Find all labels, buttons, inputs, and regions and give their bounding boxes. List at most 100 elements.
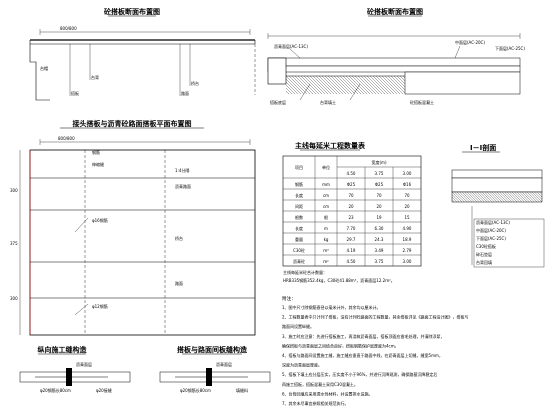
label-abutment: 桥台 [191, 80, 199, 86]
table-cell: Φ16 [403, 182, 412, 187]
hatch-line [285, 87, 293, 95]
section-1-1-title: Ⅰ－Ⅰ剖面 [470, 143, 496, 152]
hatch-line [297, 75, 317, 95]
hatch-line [291, 75, 311, 95]
table-cell: 29.7 [347, 237, 356, 242]
table-cell: 4.19 [347, 248, 356, 253]
hatch-line [312, 75, 332, 95]
hatch-line [285, 90, 290, 95]
note-line: 确保搭板与沥青面层之间结合良好，搭板钢筋保护层厚度为4cm。 [282, 342, 399, 348]
hatch-line [384, 75, 404, 95]
hatch-line [461, 191, 473, 203]
hatch-line [476, 191, 488, 203]
table-footer-title: 主线每延米砼合计数量： [283, 269, 327, 275]
hatch-line [469, 191, 480, 203]
table-cell: 3.75 [375, 259, 384, 264]
table-cell: Φ25 [375, 182, 384, 187]
note-line: 7、其余未尽事宜参照相关规范执行。 [282, 400, 349, 406]
plan-label-phi12: φ12钢筋 [92, 303, 108, 309]
table-cell: mm [322, 182, 330, 187]
joint-2-label-asphalt: 沥青面层 [216, 361, 232, 367]
table-cell: 重量 [295, 236, 303, 242]
hatch-line [345, 75, 365, 95]
section-1-1: Ⅰ－Ⅰ剖面 沥青面层(AC-13C) 中面层(AC-20C) 下面层(AC-25… [451, 143, 545, 268]
top-dimension: 800/800 [60, 26, 77, 31]
hatch-line [531, 191, 543, 203]
plan-dim-2: 375 [10, 241, 18, 246]
hatch-line [534, 191, 543, 200]
hatch-line [526, 191, 538, 203]
table-cell: 18.9 [403, 237, 412, 242]
hatch-line [536, 191, 543, 198]
hatch-line [378, 75, 398, 95]
joint-2-label-filler: 填缝料 [236, 387, 248, 393]
table-cell: 20 [376, 204, 382, 209]
plan-dim-1: 300 [10, 188, 18, 193]
label-ac20: 中面层(AC-20C) [455, 39, 485, 45]
hatch-line [366, 75, 386, 95]
hatch-line [354, 75, 374, 95]
hatch-line [372, 75, 392, 95]
hatch-line [396, 75, 406, 85]
hatch-line [303, 75, 323, 95]
hatch-line [491, 191, 503, 203]
hatch-line [327, 75, 347, 95]
note-line: 1、图中尺寸除钢筋直径以毫米计外，其余均以厘米计。 [282, 304, 381, 310]
hatch-line [489, 191, 500, 203]
hatch-line [451, 196, 458, 203]
hatch-line [330, 75, 350, 95]
hatch-line [351, 75, 371, 95]
table-cell: 4.90 [403, 226, 412, 231]
hatch-line [285, 78, 302, 95]
hatch-line [486, 191, 498, 203]
hatch-line [381, 75, 401, 95]
section-gravel: 碎石垫层 [476, 251, 492, 257]
hatch-line [318, 75, 338, 95]
joint-1-label-rebar: φ20钢筋长80cm [40, 387, 71, 393]
hatch-line [451, 199, 455, 203]
table-cell: 长度 [295, 225, 303, 231]
hatch-line [474, 191, 485, 203]
label-pavement: 路面 [181, 90, 189, 96]
hatch-line [524, 191, 535, 203]
label-ac13: 沥青面层(AC-13C) [274, 43, 308, 49]
plan-title: 接头搭板与沥青砼路面搭板平面布置图 [73, 119, 192, 128]
hatch-line [466, 191, 478, 203]
hatch-line [521, 191, 533, 203]
table-cell: 间距 [295, 203, 303, 209]
hatch-line [514, 191, 525, 203]
hatch-line [333, 75, 353, 95]
slab-section-right: 砼搭板断面布置图 沥青面层(AC-13C) 中面层(AC-20C) 下面层(AC… [267, 7, 525, 105]
joint-1-title: 纵向施工缝构造 [38, 345, 88, 354]
hatch-line [519, 191, 530, 203]
notes-title: 附注： [282, 295, 296, 302]
note-line: 6、台背回填应采用透水性材料，并设置排水设施。 [282, 390, 373, 396]
note-line: 路面间设置纵缝。 [282, 323, 314, 329]
hatch-line [348, 75, 368, 95]
table-cell: 钢筋 [295, 181, 303, 187]
table-cell: m [324, 226, 328, 231]
table-subheader-cell: 3.75 [375, 171, 384, 176]
plan-label-joint: 伸缩缝 [92, 161, 104, 167]
hatch-line [324, 75, 344, 95]
label-backfill: 台背 [91, 74, 99, 80]
plan-label-pavement: 路面 [175, 280, 183, 286]
table-header-item: 项目 [295, 164, 303, 170]
label-slab: 搭板 [71, 90, 79, 96]
table-cell: 4.50 [347, 259, 356, 264]
hatch-line [360, 75, 380, 95]
hatch-line [375, 75, 395, 95]
table-cell: 23 [348, 215, 354, 220]
hatch-line [294, 75, 314, 95]
hatch-line [393, 75, 406, 88]
hatch-line [387, 75, 406, 94]
plan-label-abutment: 桥台 [175, 235, 183, 241]
section-backfill: 台背回填 [476, 259, 492, 265]
hatch-line [481, 191, 493, 203]
plan-label-phi16: φ16钢筋 [92, 217, 108, 223]
hatch-line [321, 75, 341, 95]
joint-1-label-joint: φ20接缝 [96, 387, 112, 393]
table-cell: 根数 [295, 214, 303, 220]
